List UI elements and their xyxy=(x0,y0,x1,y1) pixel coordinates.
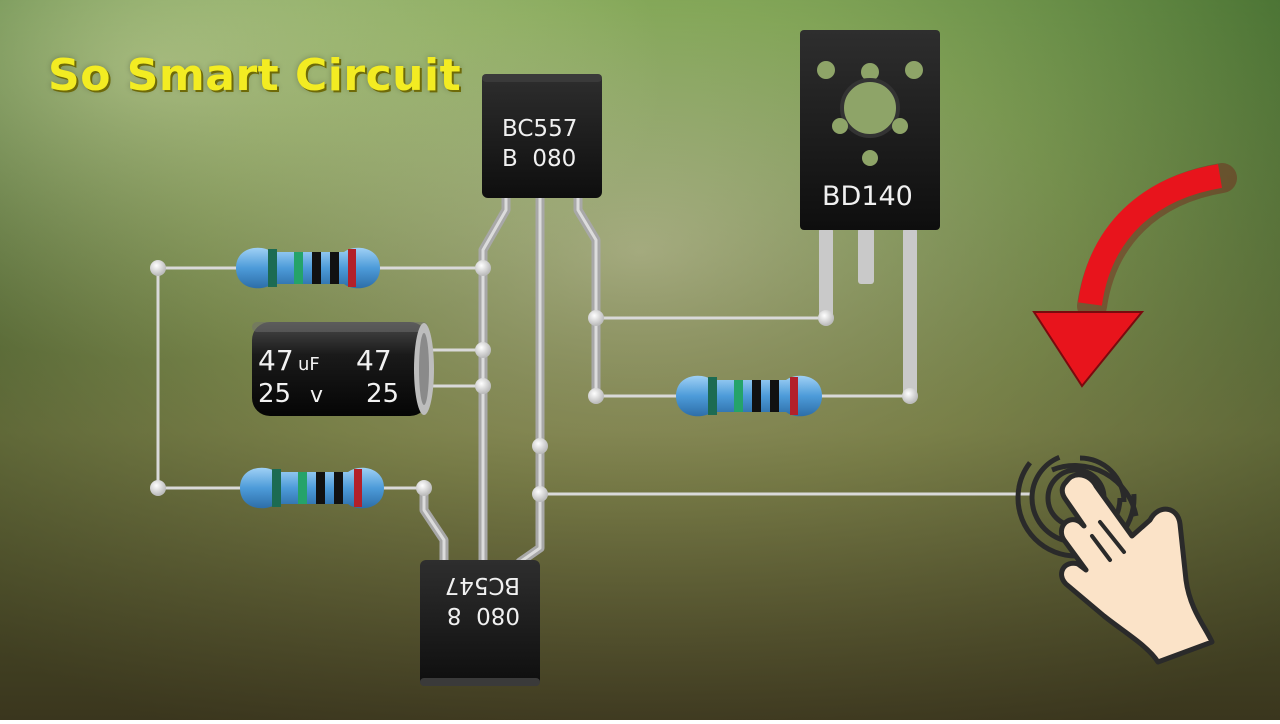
transistor-q2: BD140 xyxy=(800,30,940,230)
red-curved-arrow-icon xyxy=(1032,163,1237,388)
pad xyxy=(818,310,834,326)
q2-leg-right xyxy=(903,228,917,398)
resistor-r2-band-3 xyxy=(752,380,761,412)
transistor-q3-text-group: 080 8 BC547 xyxy=(445,572,520,628)
resistor-r2-band-2 xyxy=(734,380,743,412)
pad xyxy=(150,480,166,496)
q1-leg-middle-highlight xyxy=(519,196,542,564)
page-title: So Smart Circuit xyxy=(48,50,462,101)
transistor-q2-mount-hole xyxy=(840,78,900,138)
transistor-q1-package xyxy=(482,74,602,198)
capacitor-voltage-unit-a: v xyxy=(310,383,323,408)
capacitor-end-inner xyxy=(419,333,429,405)
resistor-r2-band-1 xyxy=(708,377,717,415)
resistor-r3-band-3 xyxy=(316,472,325,504)
capacitor-highlight xyxy=(252,322,428,332)
resistor-r3-band-4 xyxy=(334,472,343,504)
resistor-r1-band-1 xyxy=(268,249,277,287)
resistor-r1-band-2 xyxy=(294,252,303,284)
transistor-q2-hole-bl xyxy=(832,118,848,134)
transistor-q2-label: BD140 xyxy=(822,181,913,212)
pad xyxy=(902,388,918,404)
transistor-q3: 080 8 BC547 xyxy=(420,560,540,686)
transistor-q1: BC557 B 080 xyxy=(482,74,602,198)
transistor-q2-hole-left xyxy=(817,61,835,79)
resistor-r3-band-2 xyxy=(298,472,307,504)
capacitor-voltage-b: 25 xyxy=(366,379,399,409)
resistor-r2-band-5 xyxy=(790,377,798,415)
capacitor-unit-a: uF xyxy=(298,354,320,375)
pad xyxy=(475,378,491,394)
touch-hand-icon xyxy=(1015,437,1215,665)
resistor-r3-band-1 xyxy=(272,469,281,507)
transistor-q3-label-2: BC547 xyxy=(445,572,520,598)
q1-leg-left-highlight xyxy=(481,196,508,562)
pad xyxy=(475,342,491,358)
resistor-r1-band-3 xyxy=(312,252,321,284)
pad xyxy=(588,388,604,404)
resistor-r2-body xyxy=(676,375,822,417)
q2-legs xyxy=(819,228,917,398)
transistor-q2-hole-top xyxy=(861,63,879,81)
q2-leg-left xyxy=(819,228,833,320)
transistor-q3-package xyxy=(420,560,540,686)
solder-pads xyxy=(150,260,918,502)
resistor-r3-band-5 xyxy=(354,469,362,507)
pad xyxy=(532,438,548,454)
transistor-q1-label-1: BC557 xyxy=(502,116,577,142)
transistor-q2-hole-right xyxy=(905,61,923,79)
q3-leg-left-highlight xyxy=(422,488,446,562)
pad xyxy=(588,310,604,326)
capacitor-voltage-a: 25 xyxy=(258,379,291,409)
pad xyxy=(475,260,491,276)
resistor-r1-band-5 xyxy=(348,249,356,287)
pad xyxy=(416,480,432,496)
resistor-r1 xyxy=(236,247,380,289)
transistor-q3-label-1: 080 8 xyxy=(447,602,520,628)
resistor-r3-body xyxy=(240,467,384,509)
transistor-q1-label-2: B 080 xyxy=(502,146,576,172)
transistor-q1-top-edge xyxy=(482,74,602,82)
capacitor-value-a: 47 xyxy=(258,344,294,377)
capacitor: 47 uF 47 25 v 25 xyxy=(252,322,434,416)
q2-leg-middle xyxy=(858,228,874,284)
transistor-q3-bottom-edge xyxy=(420,678,540,686)
pad xyxy=(150,260,166,276)
resistor-r2-band-4 xyxy=(770,380,779,412)
resistor-r3 xyxy=(240,467,384,509)
capacitor-body xyxy=(252,322,428,416)
resistor-r1-band-4 xyxy=(330,252,339,284)
transistor-q2-hole-br xyxy=(892,118,908,134)
resistor-r1-body xyxy=(236,247,380,289)
pad xyxy=(532,486,548,502)
transistor-q2-hole-bottom xyxy=(862,150,878,166)
resistor-r2 xyxy=(676,375,822,417)
capacitor-value-b: 47 xyxy=(356,344,392,377)
